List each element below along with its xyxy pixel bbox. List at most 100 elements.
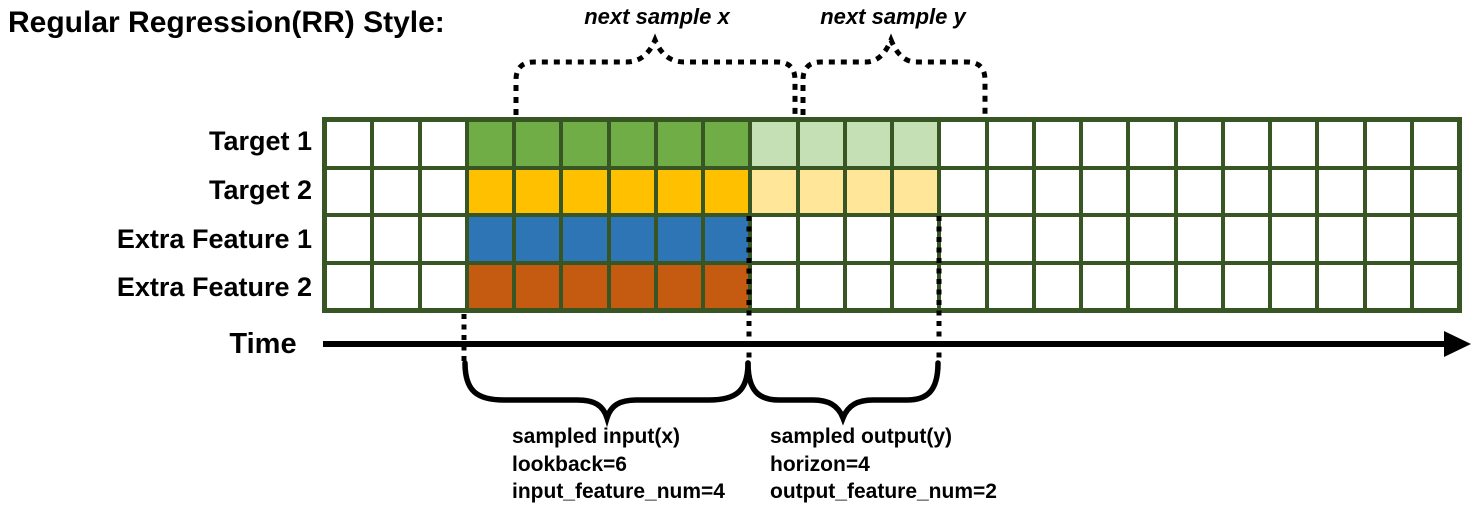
next-sample-y-label: next sample y <box>820 4 966 29</box>
grid-cell <box>1128 167 1176 215</box>
grid-cell <box>1317 215 1365 263</box>
grid-cell <box>466 167 514 215</box>
grid-cell <box>1175 167 1223 215</box>
grid-cell <box>892 120 940 168</box>
grid-cell <box>1317 262 1365 310</box>
grid-cell <box>703 120 751 168</box>
grid-cell <box>892 215 940 263</box>
grid-cell <box>1081 262 1129 310</box>
sampled-input-note: sampled input(x) lookback=6 input_featur… <box>512 423 725 506</box>
grid-cell <box>986 167 1034 215</box>
input-feature-num: input_feature_num=4 <box>512 480 725 503</box>
grid-cell <box>844 120 892 168</box>
grid-cell <box>703 167 751 215</box>
grid-cell <box>419 262 467 310</box>
grid-cell <box>797 215 845 263</box>
grid-cell <box>419 120 467 168</box>
grid-cell <box>750 167 798 215</box>
next-sample-x-label: next sample x <box>584 4 730 29</box>
grid-cell <box>750 120 798 168</box>
grid-cell <box>797 120 845 168</box>
grid-cell <box>608 120 656 168</box>
grid <box>322 117 1462 313</box>
grid-cell <box>750 215 798 263</box>
grid-cell <box>892 262 940 310</box>
grid-cell <box>1175 120 1223 168</box>
grid-cell <box>844 167 892 215</box>
grid-cell <box>561 120 609 168</box>
grid-cell <box>1128 120 1176 168</box>
output-feature-num: output_feature_num=2 <box>770 480 997 503</box>
grid-cell <box>372 167 420 215</box>
grid-cell <box>939 120 987 168</box>
grid-cell <box>750 262 798 310</box>
grid-cell <box>986 262 1034 310</box>
time-axis-label: Time <box>229 328 297 360</box>
grid-cell <box>608 167 656 215</box>
grid-cell <box>986 120 1034 168</box>
grid-cell <box>1317 167 1365 215</box>
grid-cell <box>939 262 987 310</box>
sampled-output-note: sampled output(y) horizon=4 output_featu… <box>770 423 997 506</box>
grid-cell <box>325 262 373 310</box>
row-label-target-1: Target 1 <box>208 126 312 156</box>
lookback-value: lookback=6 <box>512 452 627 476</box>
grid-cell <box>1411 215 1459 263</box>
grid-cell <box>1317 120 1365 168</box>
grid-cell <box>844 215 892 263</box>
grid-cell <box>1270 120 1318 168</box>
grid-cell <box>1033 120 1081 168</box>
grid-cell <box>1411 262 1459 310</box>
grid-cell <box>1222 262 1270 310</box>
grid-cell <box>608 215 656 263</box>
grid-cell <box>1270 167 1318 215</box>
grid-cell <box>1411 120 1459 168</box>
grid-cell <box>655 167 703 215</box>
grid-cell <box>939 215 987 263</box>
grid-cell <box>1033 262 1081 310</box>
next-sample-x-brace <box>513 33 798 115</box>
grid-cell <box>703 215 751 263</box>
grid-cell <box>1364 215 1412 263</box>
grid-cell <box>1222 120 1270 168</box>
time-arrowhead <box>1444 331 1471 357</box>
grid-cell <box>419 167 467 215</box>
grid-cell <box>1364 262 1412 310</box>
grid-cell <box>1081 215 1129 263</box>
grid-cell <box>1033 215 1081 263</box>
grid-cell <box>797 262 845 310</box>
row-label-extra-feature-1: Extra Feature 1 <box>116 223 312 254</box>
grid-cell <box>1128 262 1176 310</box>
grid-cell <box>561 215 609 263</box>
grid-cell <box>372 120 420 168</box>
row-label-extra-feature-2: Extra Feature 2 <box>116 272 312 303</box>
grid-cell <box>325 120 373 168</box>
grid-cell <box>1128 215 1176 263</box>
grid-cell <box>514 120 562 168</box>
grid-cell <box>372 262 420 310</box>
grid-cell <box>986 215 1034 263</box>
grid-cell <box>939 167 987 215</box>
grid-cell <box>419 215 467 263</box>
grid-cell <box>1364 120 1412 168</box>
next-sample-y-brace <box>800 33 988 115</box>
grid-cell <box>514 167 562 215</box>
grid-cell <box>514 262 562 310</box>
grid-cell <box>797 167 845 215</box>
row-label-target-2: Target 2 <box>208 174 312 205</box>
grid-cell <box>325 167 373 215</box>
grid-cell <box>466 215 514 263</box>
grid-cell <box>1270 215 1318 263</box>
sampled-output-brace <box>745 360 941 426</box>
sampled-output-title: sampled output(y) <box>770 425 952 448</box>
horizon-value: horizon=4 <box>770 452 870 476</box>
grid-cell <box>1411 167 1459 215</box>
grid-cell <box>1270 262 1318 310</box>
grid-cell <box>1222 215 1270 263</box>
grid-cell <box>325 215 373 263</box>
sampled-input-title: sampled input(x) <box>512 425 681 448</box>
grid-cell <box>703 262 751 310</box>
grid-cell <box>1364 167 1412 215</box>
grid-cell <box>1175 215 1223 263</box>
grid-cell <box>1222 167 1270 215</box>
